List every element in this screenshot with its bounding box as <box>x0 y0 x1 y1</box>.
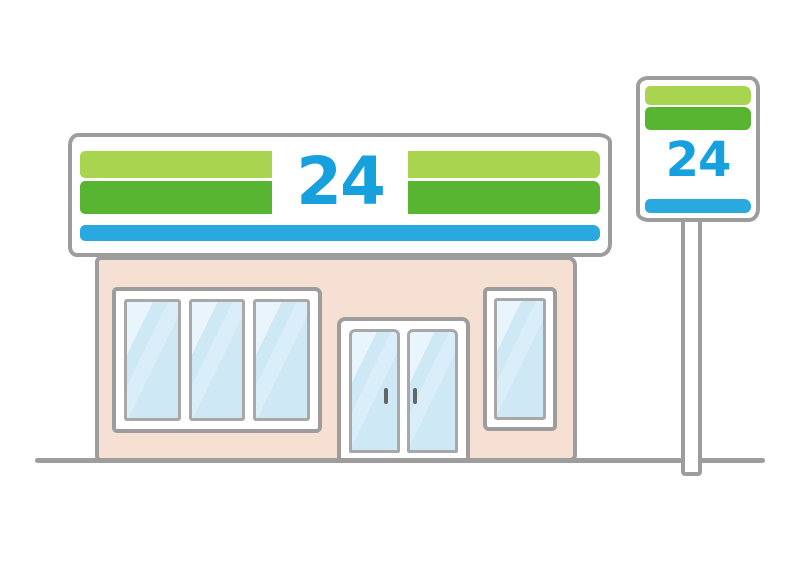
door-left-handle <box>384 388 388 404</box>
sign-pole <box>681 210 702 476</box>
pole-sign-board: 24 <box>636 76 760 222</box>
left-window-glass <box>124 299 311 421</box>
entrance-door <box>337 317 470 462</box>
left-window <box>112 287 322 433</box>
door-right-handle <box>413 388 417 404</box>
left-window-pane-1 <box>124 299 181 421</box>
pole-sign-stripe-light-green <box>645 86 751 105</box>
left-window-pane-3 <box>253 299 311 421</box>
door-left-panel <box>349 329 400 453</box>
sign-center-panel <box>272 143 408 221</box>
pole-sign-stripe-blue <box>645 199 751 213</box>
right-window-pane <box>494 298 546 420</box>
right-window <box>483 287 557 431</box>
pole-sign-stripe-green <box>645 107 751 130</box>
left-window-pane-2 <box>188 299 246 421</box>
entrance-door-panels <box>349 329 458 453</box>
storefront-sign: 24 <box>68 133 612 257</box>
sign-stripe-blue <box>80 225 600 241</box>
pole-sign-24-label: 24 <box>665 132 732 188</box>
door-right-panel <box>407 329 458 453</box>
storefront-24-label: 24 <box>296 143 386 220</box>
